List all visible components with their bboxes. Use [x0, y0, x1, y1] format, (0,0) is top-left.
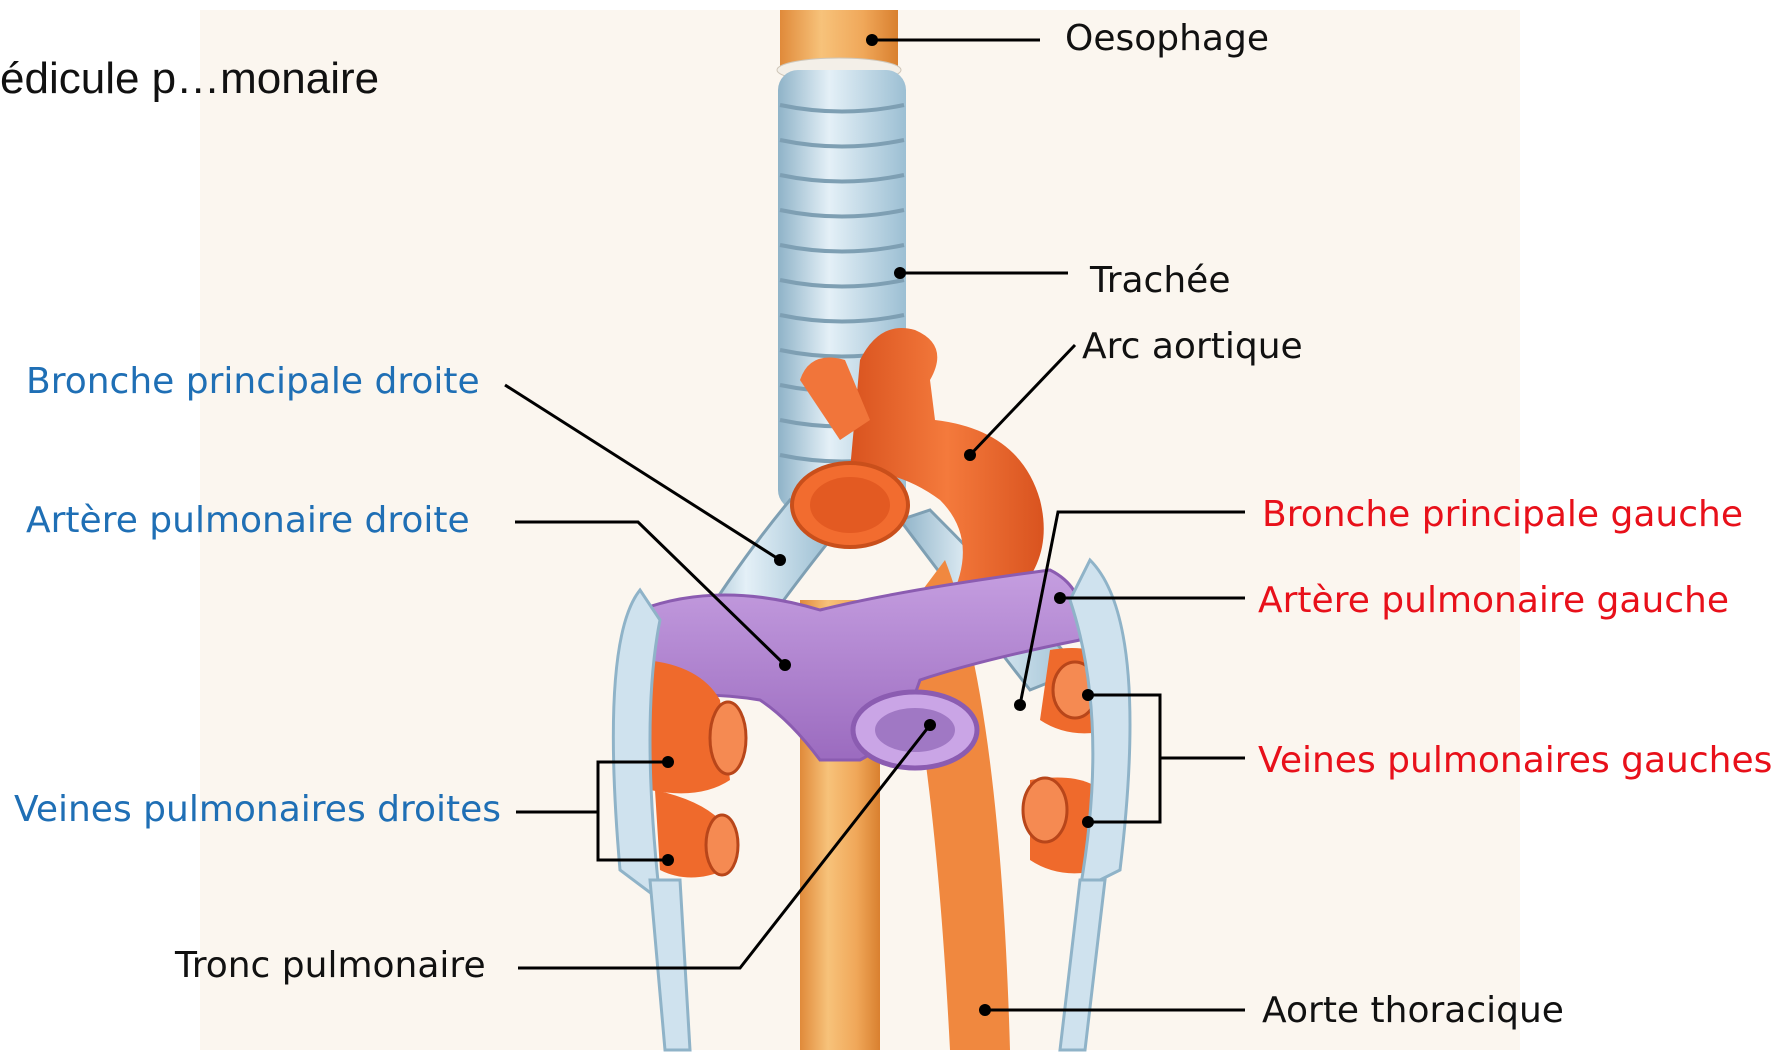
label-aorte-thoracique: Aorte thoracique — [1262, 990, 1564, 1032]
label-artere-pulmonaire-gauche: Artère pulmonaire gauche — [1258, 580, 1729, 622]
page-title: édicule p…monaire — [0, 54, 379, 104]
label-veines-pulmonaires-gauches: Veines pulmonaires gauches — [1258, 740, 1772, 782]
label-artere-pulmonaire-droite: Artère pulmonaire droite — [26, 500, 470, 542]
label-trachee: Trachée — [1090, 260, 1230, 302]
label-oesophage: Oesophage — [1065, 18, 1269, 60]
label-veines-pulmonaires-droites: Veines pulmonaires droites — [14, 789, 501, 831]
label-arc-aortique: Arc aortique — [1082, 326, 1303, 368]
label-bronche-principale-droite: Bronche principale droite — [26, 361, 480, 403]
label-tronc-pulmonaire: Tronc pulmonaire — [175, 945, 486, 987]
label-bronche-principale-gauche: Bronche principale gauche — [1262, 494, 1743, 536]
